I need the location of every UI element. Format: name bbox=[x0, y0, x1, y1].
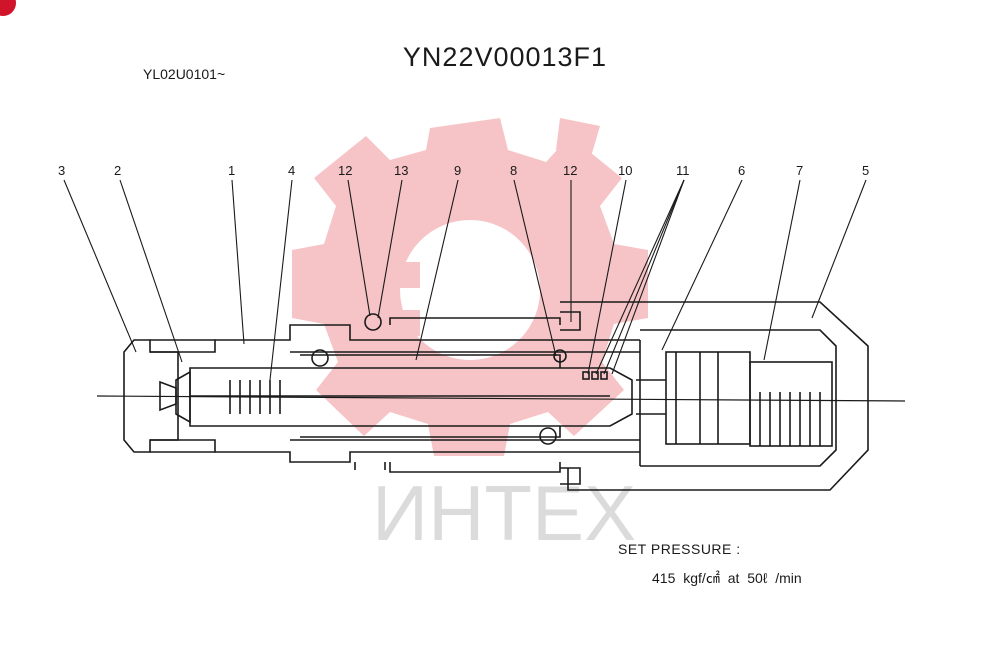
drawing-title: YN22V00013F1 bbox=[402, 42, 608, 72]
callout-label: 1 bbox=[228, 163, 235, 178]
watermark-text: ИНТЕХ bbox=[372, 469, 636, 557]
callout-label: 5 bbox=[862, 163, 869, 178]
callout-label: 13 bbox=[394, 163, 408, 178]
callout-label: 2 bbox=[114, 163, 121, 178]
callout-label: 10 bbox=[618, 163, 632, 178]
set-pressure-value: 415 kgf/㎠ at 50ℓ /min bbox=[652, 570, 802, 586]
corner-badge-icon bbox=[0, 0, 16, 16]
callout-label: 12 bbox=[338, 163, 352, 178]
callout-label: 8 bbox=[510, 163, 517, 178]
callout-label: 3 bbox=[58, 163, 65, 178]
callout-label: 12 bbox=[563, 163, 577, 178]
leader-lines bbox=[63, 179, 867, 381]
callout-label: 9 bbox=[454, 163, 461, 178]
serial-number: YL02U0101~ bbox=[143, 66, 226, 82]
callout-labels: 3 2 1 4 12 13 9 8 12 10 11 6 7 5 bbox=[58, 163, 869, 178]
valve-body-outline bbox=[96, 301, 906, 491]
callout-label: 6 bbox=[738, 163, 745, 178]
callout-label: 4 bbox=[288, 163, 295, 178]
callout-label: 11 bbox=[676, 163, 690, 178]
set-pressure-label: SET PRESSURE : bbox=[618, 541, 741, 557]
callout-label: 7 bbox=[796, 163, 803, 178]
